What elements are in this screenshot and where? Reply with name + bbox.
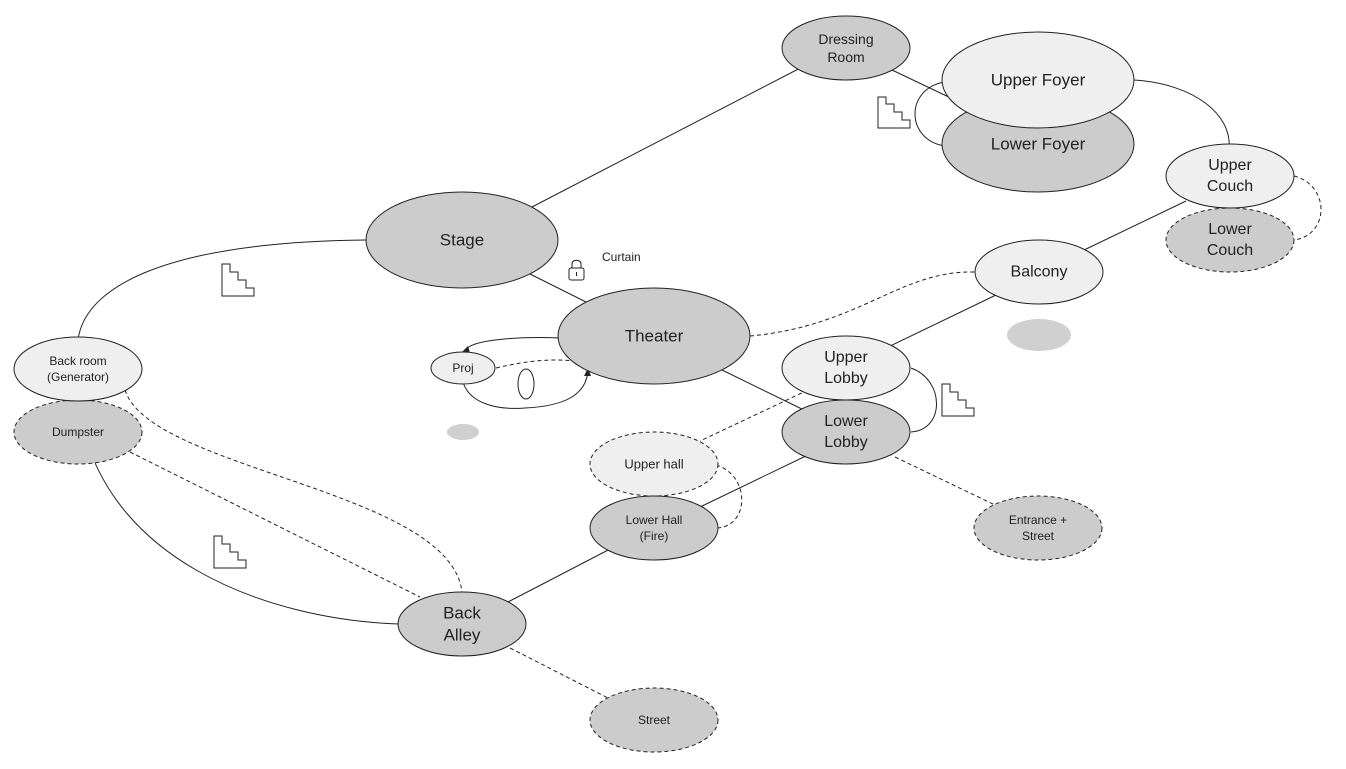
arrowhead-theater (584, 368, 591, 376)
node-stage-label: Stage (440, 231, 484, 250)
portal-oval (517, 368, 535, 400)
balcony-shadow-blob (1007, 319, 1071, 351)
node-lower-couch-label: Couch (1207, 242, 1253, 259)
edge-proj-theater-dashed (495, 359, 583, 369)
node-stage: Stage (365, 191, 559, 289)
node-lower-couch-label: Lower (1208, 221, 1252, 238)
edge-upper-lobby-lower-lobby (910, 367, 937, 433)
edge-upper-foyer-lower-foyer (914, 81, 946, 147)
node-entrance-street-label: Street (1022, 529, 1055, 543)
node-back-room-label: (Generator) (47, 370, 109, 384)
edge-dressing-room-upper-foyer (891, 69, 956, 101)
node-balcony: Balcony (974, 239, 1104, 305)
node-upper-lobby-label: Upper (824, 349, 868, 366)
node-upper-couch-shape (1165, 143, 1295, 209)
node-lower-lobby-label: Lobby (824, 434, 868, 451)
edge-upper-foyer-upper-couch (1133, 79, 1230, 149)
node-lower-couch-shape (1165, 207, 1295, 273)
stairs-icon (877, 96, 911, 129)
edge-theater-balcony (749, 271, 976, 337)
node-back-room-shape (13, 336, 143, 402)
node-upper-hall: Upper hall (589, 431, 719, 497)
node-street: Street (589, 687, 719, 753)
node-dumpster-label: Dumpster (52, 425, 104, 439)
node-lower-hall-label: Lower Hall (626, 513, 683, 527)
edge-stage-back-room (77, 239, 367, 341)
node-back-room: Back room (Generator) (13, 336, 143, 402)
proj-shadow-blob (447, 424, 479, 440)
node-upper-foyer-label: Upper Foyer (991, 71, 1086, 90)
node-proj-shape (430, 351, 496, 385)
node-dressing-room-shape (781, 15, 911, 81)
node-proj: Proj (430, 351, 496, 385)
stairs-icon (221, 263, 255, 297)
node-upper-foyer-shape (941, 31, 1135, 129)
edge-lower-lobby-lower-hall (699, 453, 811, 508)
node-upper-lobby-label: Lobby (824, 370, 868, 387)
node-balcony-shape (974, 239, 1104, 305)
node-street-label: Street (638, 713, 671, 727)
node-back-room-label: Back room (49, 354, 106, 368)
node-upper-lobby-shape (781, 335, 911, 401)
arrowhead-proj (462, 346, 470, 353)
node-theater-shape (557, 287, 751, 385)
edge-proj-loop (462, 371, 589, 409)
edge-balcony-upper-lobby (887, 294, 997, 348)
edge-upper-couch-balcony (1081, 200, 1187, 252)
node-entrance-street-shape (973, 495, 1103, 561)
stairs-icon (941, 383, 975, 417)
node-dressing-room-label: Dressing (818, 31, 873, 47)
node-dressing-room-label: Room (827, 49, 864, 65)
node-proj-label: Proj (452, 361, 473, 375)
curtain-label: Curtain (602, 250, 641, 264)
node-theater-label: Theater (625, 327, 684, 346)
edge-upper-hall-lower-hall (715, 464, 743, 529)
edge-theater-lower-lobby (721, 369, 809, 413)
node-back-alley-shape (397, 591, 527, 657)
node-lower-hall-label: (Fire) (640, 529, 669, 543)
node-lower-foyer-label: Lower Foyer (991, 135, 1086, 154)
node-stage-shape (365, 191, 559, 289)
edge-lower-hall-back-alley (507, 547, 613, 603)
node-back-alley-label: Alley (444, 626, 481, 645)
node-dumpster: Dumpster (13, 399, 143, 465)
edge-theater-proj-arrow (465, 337, 561, 351)
edges (77, 63, 1322, 699)
edge-back-room-back-alley-dashed (124, 389, 463, 593)
edge-stage-dressing-room (529, 63, 809, 209)
node-upper-foyer: Upper Foyer (941, 31, 1135, 129)
node-entrance-street-label: Entrance + (1009, 513, 1067, 527)
edge-stage-theater (529, 273, 589, 304)
node-theater: Theater (557, 287, 751, 385)
node-upper-couch-label: Couch (1207, 178, 1253, 195)
node-lower-lobby-label: Lower (824, 413, 868, 430)
edge-back-alley-street (509, 647, 609, 699)
edge-upper-couch-lower-couch (1293, 175, 1322, 241)
edge-dumpster-back-alley (129, 451, 421, 598)
node-lower-hall-shape (589, 495, 719, 561)
lock-icon (568, 259, 585, 281)
node-lower-hall: Lower Hall (Fire) (589, 495, 719, 561)
node-street-shape (589, 687, 719, 753)
node-upper-hall-label: Upper hall (624, 457, 683, 472)
node-back-alley-label: Back (443, 603, 481, 622)
node-balcony-label: Balcony (1011, 264, 1068, 281)
stairs-icon (213, 535, 247, 569)
edge-upper-lobby-upper-hall (699, 389, 809, 442)
node-lower-lobby-shape (781, 399, 911, 465)
node-entrance-street: Entrance + Street (973, 495, 1103, 561)
edge-lower-lobby-entrance (894, 456, 996, 506)
node-upper-couch-label: Upper (1208, 157, 1252, 174)
